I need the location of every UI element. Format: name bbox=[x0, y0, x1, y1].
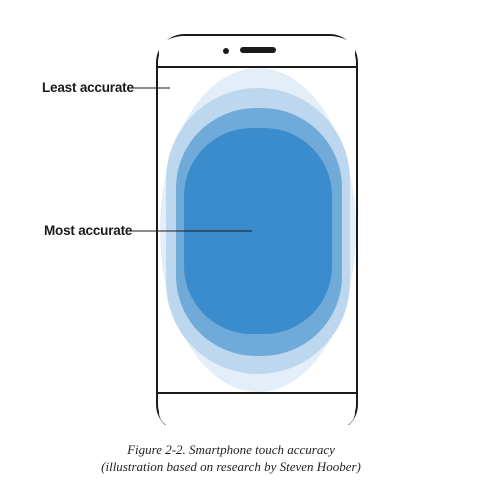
figure-caption-credit: (illustration based on research by Steve… bbox=[101, 459, 361, 474]
camera-dot bbox=[223, 48, 229, 54]
speaker-grille bbox=[240, 47, 276, 53]
most-accurate-label: Most accurate bbox=[44, 223, 133, 238]
accuracy-zone-inner bbox=[184, 128, 332, 334]
smartphone-diagram bbox=[131, 34, 358, 425]
least-accurate-label: Least accurate bbox=[42, 80, 134, 95]
figure-caption: Figure 2-2. Smartphone touch accuracy bbox=[127, 442, 335, 457]
